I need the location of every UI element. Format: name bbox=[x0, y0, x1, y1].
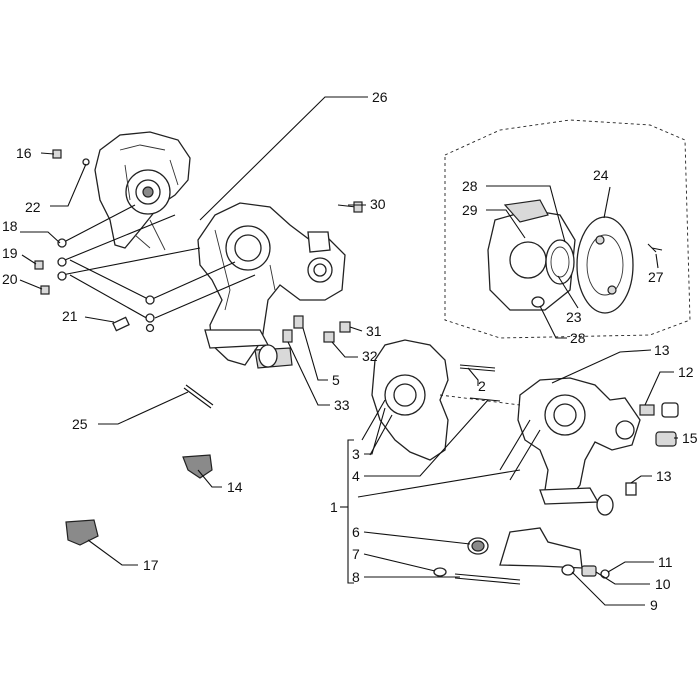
pin-2 bbox=[459, 364, 496, 372]
dowel-pin-21 bbox=[112, 316, 130, 332]
callout-32: 32 bbox=[362, 348, 378, 364]
callout-6: 6 bbox=[352, 524, 360, 540]
crankcase-studs bbox=[59, 204, 256, 321]
bracket-14 bbox=[182, 454, 213, 479]
callout-25: 25 bbox=[72, 416, 88, 432]
ring-23 bbox=[545, 239, 575, 285]
oring-28-lower bbox=[531, 296, 545, 308]
fittings-31-32-33 bbox=[282, 315, 351, 343]
callout-13-top: 13 bbox=[654, 342, 670, 358]
callout-8: 8 bbox=[352, 569, 360, 585]
callout-24: 24 bbox=[593, 167, 609, 183]
callout-10: 10 bbox=[655, 576, 671, 592]
callout-30: 30 bbox=[370, 196, 386, 212]
callout-4: 4 bbox=[352, 468, 360, 484]
callout-16: 16 bbox=[16, 145, 32, 161]
callout-27: 27 bbox=[648, 269, 664, 285]
part-13-lower bbox=[625, 482, 637, 496]
callout-23: 23 bbox=[566, 309, 582, 325]
lower-right-crankcase-half bbox=[499, 377, 641, 516]
callout-15: 15 bbox=[682, 430, 698, 446]
assembly-axis-line bbox=[439, 394, 521, 406]
pin-4 bbox=[469, 397, 501, 402]
callout-28-top: 28 bbox=[462, 178, 478, 194]
long-stud-25 bbox=[183, 384, 214, 409]
callout-33: 33 bbox=[334, 397, 350, 413]
callout-7: 7 bbox=[352, 546, 360, 562]
bushing-12 bbox=[639, 402, 679, 418]
inset-housing bbox=[487, 199, 576, 311]
callout-12: 12 bbox=[678, 364, 694, 380]
callout-14: 14 bbox=[227, 479, 243, 495]
callout-9: 9 bbox=[650, 597, 658, 613]
callout-2: 2 bbox=[478, 378, 486, 394]
left-crankcase-half bbox=[94, 131, 191, 251]
callout-3: 3 bbox=[352, 446, 360, 462]
callout-18: 18 bbox=[2, 218, 18, 234]
callout-17: 17 bbox=[143, 557, 159, 573]
callout-28-lower: 28 bbox=[570, 330, 586, 346]
callout-21: 21 bbox=[62, 308, 78, 324]
callout-1: 1 bbox=[330, 499, 338, 515]
callout-13-lower: 13 bbox=[656, 468, 672, 484]
plate-24 bbox=[576, 216, 634, 314]
pin-27 bbox=[647, 243, 663, 253]
bushing-15 bbox=[655, 431, 677, 447]
callout-5: 5 bbox=[332, 372, 340, 388]
bracket-17 bbox=[65, 519, 99, 546]
leader-lines bbox=[19, 96, 678, 606]
lower-left-crankcase-half bbox=[361, 339, 449, 461]
callout-29: 29 bbox=[462, 202, 478, 218]
right-crankcase-half bbox=[197, 202, 346, 369]
callout-11: 11 bbox=[658, 554, 673, 570]
callout-26: 26 bbox=[372, 89, 388, 105]
pivot-tube-assembly bbox=[433, 527, 610, 585]
callout-20: 20 bbox=[2, 271, 18, 287]
callout-19: 19 bbox=[2, 245, 18, 261]
callout-22: 22 bbox=[25, 199, 41, 215]
callout-31: 31 bbox=[366, 323, 382, 339]
screw-30 bbox=[337, 201, 363, 213]
